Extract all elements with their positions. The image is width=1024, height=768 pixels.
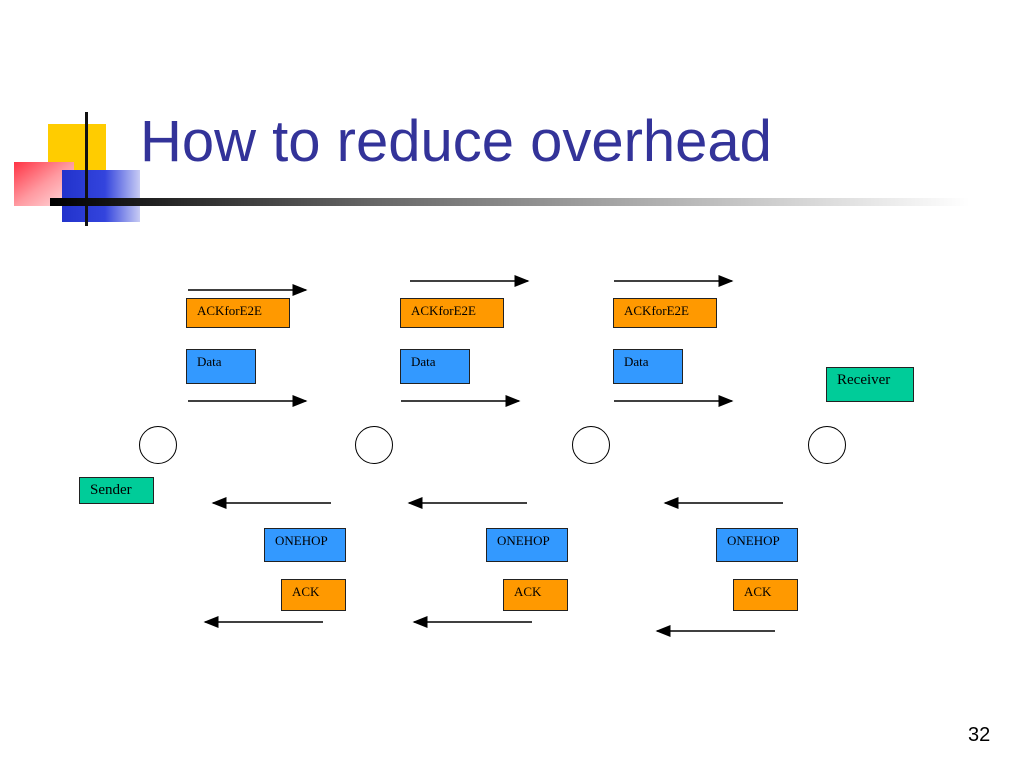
ack-box-1: ACK bbox=[281, 579, 346, 611]
node-circle-3 bbox=[572, 426, 610, 464]
decor-blue-square bbox=[62, 170, 140, 222]
ack-e2e-box-2: ACKforE2E bbox=[400, 298, 504, 328]
receiver-box: Receiver bbox=[826, 367, 914, 402]
ack-box-2: ACK bbox=[503, 579, 568, 611]
onehop-box-1: ONEHOP bbox=[264, 528, 346, 562]
data-box-2: Data bbox=[400, 349, 470, 384]
ack-e2e-box-3: ACKforE2E bbox=[613, 298, 717, 328]
ack-e2e-box-1: ACKforE2E bbox=[186, 298, 290, 328]
title-underline bbox=[50, 198, 970, 206]
slide-title: How to reduce overhead bbox=[140, 109, 772, 174]
page-number: 32 bbox=[968, 724, 991, 746]
onehop-box-3: ONEHOP bbox=[716, 528, 798, 562]
decor-vertical-line bbox=[85, 112, 88, 226]
node-circle-1 bbox=[139, 426, 177, 464]
node-circle-4 bbox=[808, 426, 846, 464]
sender-box: Sender bbox=[79, 477, 154, 504]
ack-box-3: ACK bbox=[733, 579, 798, 611]
data-box-3: Data bbox=[613, 349, 683, 384]
node-circle-2 bbox=[355, 426, 393, 464]
onehop-box-2: ONEHOP bbox=[486, 528, 568, 562]
data-box-1: Data bbox=[186, 349, 256, 384]
